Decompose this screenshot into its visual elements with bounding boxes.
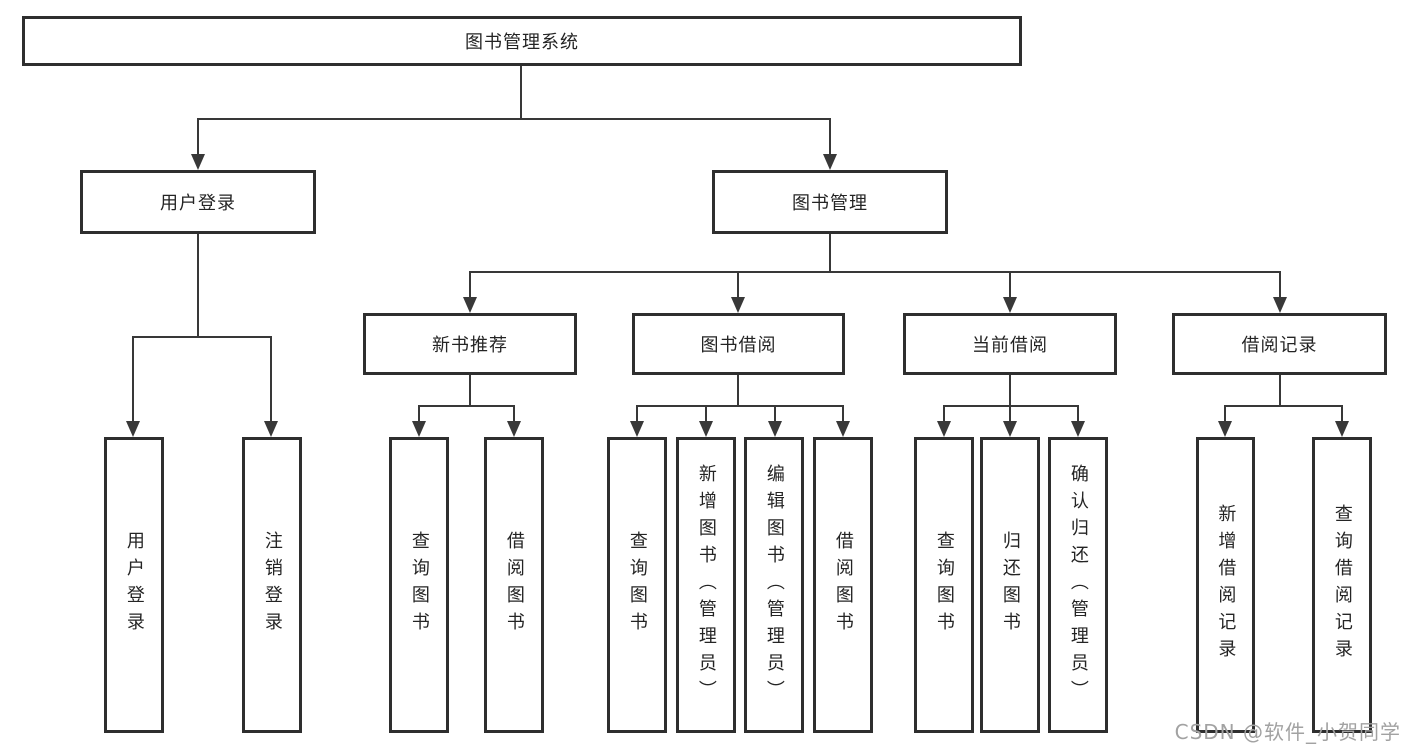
arrow-down-icon (1273, 271, 1287, 313)
arrow-down-icon (937, 405, 951, 437)
connector-borrow-records-hline (1224, 405, 1343, 407)
connector-borrow-records-vline (1279, 373, 1281, 407)
leaf-confirm-return-admin: 确认归还（管理员） (1048, 437, 1108, 733)
arrow-down-icon (126, 336, 140, 437)
arrow-down-icon (630, 405, 644, 437)
node-library-management-system: 图书管理系统 (22, 16, 1022, 66)
arrow-down-icon (768, 405, 782, 437)
arrow-down-icon (731, 271, 745, 313)
arrow-down-icon (412, 405, 426, 437)
arrow-down-icon (1218, 405, 1232, 437)
connector-current-borrow-vline (1009, 373, 1011, 407)
arrow-down-icon (1003, 271, 1017, 313)
connector-current-borrow-hline (943, 405, 1079, 407)
arrow-down-icon (1003, 405, 1017, 437)
connector-user-login-vline (197, 234, 199, 338)
connector-new-book-hline (418, 405, 515, 407)
node-current-borrow: 当前借阅 (903, 313, 1117, 375)
node-user-login: 用户登录 (80, 170, 316, 234)
node-new-book-recommend: 新书推荐 (363, 313, 577, 375)
arrow-down-icon (463, 271, 477, 313)
leaf-query-books-borrow: 查询图书 (607, 437, 667, 733)
connector-book-borrow-hline (636, 405, 844, 407)
arrow-down-icon (1071, 405, 1085, 437)
arrow-down-icon (836, 405, 850, 437)
leaf-logout: 注销登录 (242, 437, 302, 733)
leaf-add-borrow-record: 新增借阅记录 (1196, 437, 1255, 733)
arrow-down-icon (191, 118, 205, 170)
arrow-down-icon (1335, 405, 1349, 437)
node-book-borrow: 图书借阅 (632, 313, 845, 375)
leaf-query-books-current: 查询图书 (914, 437, 974, 733)
leaf-query-books-recommend: 查询图书 (389, 437, 449, 733)
leaf-user-login: 用户登录 (104, 437, 164, 733)
arrow-down-icon (699, 405, 713, 437)
leaf-return-book: 归还图书 (980, 437, 1040, 733)
connector-root-hline (197, 118, 831, 120)
connector-user-login-hline (132, 336, 272, 338)
leaf-add-book-admin: 新增图书（管理员） (676, 437, 736, 733)
arrow-down-icon (507, 405, 521, 437)
leaf-query-borrow-record: 查询借阅记录 (1312, 437, 1372, 733)
connector-book-borrow-vline (737, 373, 739, 407)
node-borrow-records: 借阅记录 (1172, 313, 1387, 375)
connector-root-vline (520, 66, 522, 118)
arrow-down-icon (264, 336, 278, 437)
connector-new-book-vline (469, 373, 471, 407)
arrow-down-icon (823, 118, 837, 170)
leaf-borrow-books: 借阅图书 (813, 437, 873, 733)
csdn-watermark: CSDN @软件_小贺同学 (1174, 720, 1401, 744)
node-book-management: 图书管理 (712, 170, 948, 234)
leaf-edit-book-admin: 编辑图书（管理员） (744, 437, 804, 733)
connector-book-mgmt-hline (469, 271, 1281, 273)
connector-book-mgmt-vline (829, 234, 831, 273)
leaf-borrow-books-recommend: 借阅图书 (484, 437, 544, 733)
